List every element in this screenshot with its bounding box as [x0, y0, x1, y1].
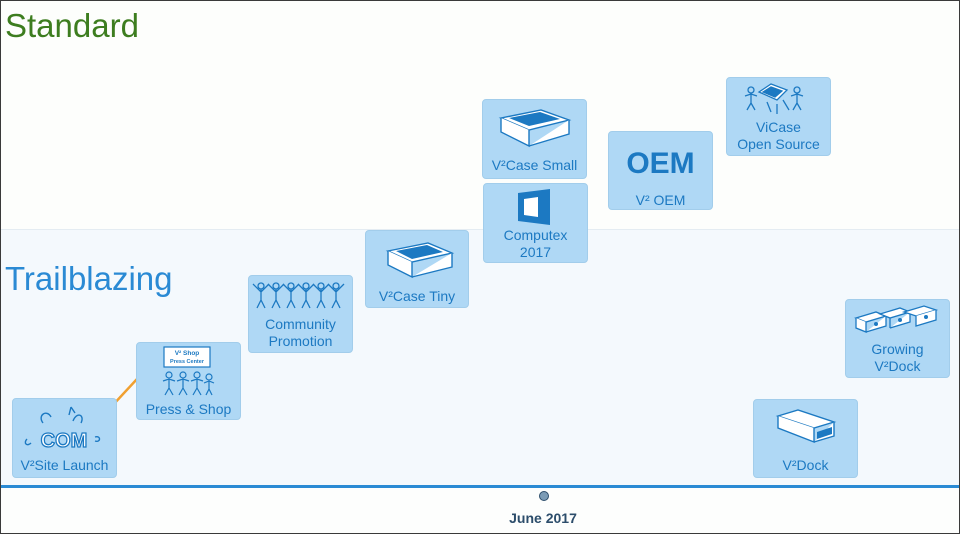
timeline-label-band [1, 488, 959, 533]
growing-dock-label-line2: V²Dock [874, 358, 921, 374]
site-launch-logo-icon: COM [24, 406, 101, 453]
computex-label-line1: Computex [503, 227, 568, 243]
milestone-dock[interactable]: V²Dock [753, 399, 858, 478]
vicase-open-source-icon [744, 83, 804, 114]
milestone-computex[interactable]: Computex 2017 [483, 183, 588, 263]
standard-zone-title: Standard [5, 7, 139, 44]
milestone-vicase[interactable]: ViCase Open Source [726, 77, 831, 156]
community-people-icon [252, 282, 345, 309]
milestone-case-tiny[interactable]: V²Case Tiny [365, 230, 469, 308]
community-label-line2: Promotion [268, 333, 333, 349]
case-tiny-device-icon [385, 242, 455, 279]
shop-sign-title: V² Shop [175, 350, 200, 357]
trailblazing-zone-title: Trailblazing [5, 260, 173, 297]
oem-logo: OEM [626, 147, 695, 180]
case-small-label: V²Case Small [491, 157, 578, 173]
shop-sign-subtitle: Press Center [170, 359, 205, 365]
milestone-growing-dock[interactable]: Growing V²Dock [845, 299, 950, 378]
timeline-marker-dot[interactable] [539, 491, 549, 501]
milestone-case-small[interactable]: V²Case Small [482, 99, 587, 179]
milestone-oem[interactable]: OEM V² OEM [608, 131, 713, 210]
milestone-community-promotion[interactable]: Community Promotion [248, 275, 353, 353]
oem-label: V² OEM [635, 192, 686, 208]
press-shop-crowd-icon: V² Shop Press Center [162, 346, 215, 396]
timeline-axis [1, 485, 959, 488]
growing-dock-devices-icon [854, 305, 939, 333]
site-launch-logo-text: COM [41, 430, 88, 452]
dock-label: V²Dock [782, 457, 829, 473]
dock-device-icon [775, 409, 837, 444]
computex-label-line2: 2017 [519, 244, 552, 260]
case-small-device-icon [498, 109, 572, 148]
community-label-line1: Community [265, 316, 336, 332]
press-shop-label: Press & Shop [145, 401, 232, 417]
case-tiny-label: V²Case Tiny [378, 288, 456, 304]
vicase-label-line1: ViCase [756, 119, 801, 135]
windows-logo-icon [518, 189, 550, 225]
milestone-site-launch[interactable]: COM V²Site Launch [12, 398, 117, 478]
site-launch-label: V²Site Launch [20, 457, 109, 473]
vicase-label-line2: Open Source [737, 136, 820, 152]
milestone-press-shop[interactable]: V² Shop Press Center Press & Shop [136, 342, 241, 420]
growing-dock-label-line1: Growing [871, 341, 924, 357]
timeline-date-label: June 2017 [509, 510, 577, 526]
